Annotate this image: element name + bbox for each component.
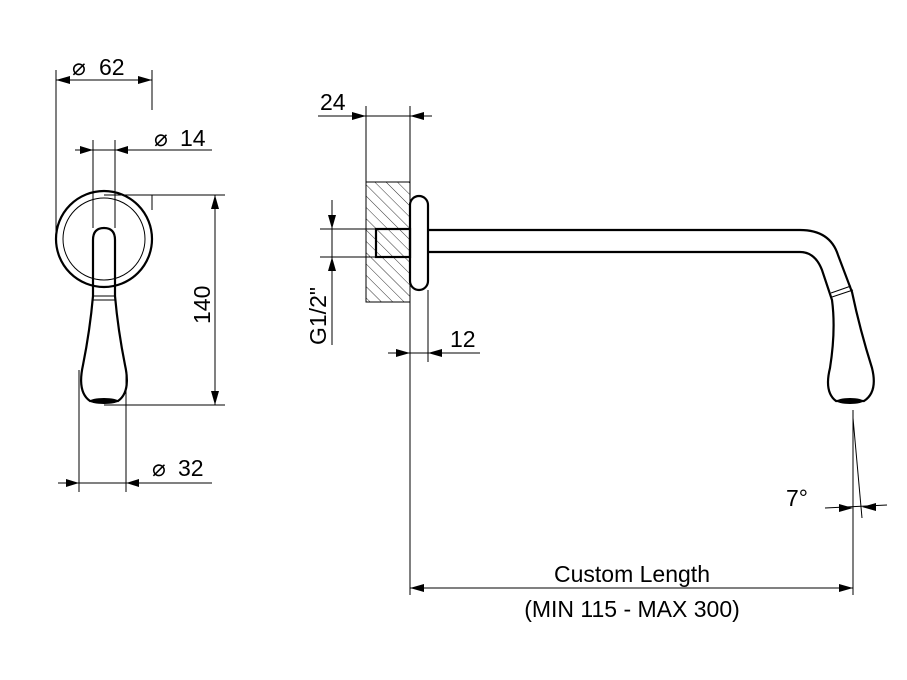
spout-outlet xyxy=(90,398,118,404)
dim-plate-thickness: 24 xyxy=(320,89,346,115)
dim-flange-diameter: 62 xyxy=(99,54,125,80)
spout-front-outline xyxy=(80,226,128,403)
wall-section xyxy=(365,181,411,303)
wall-plate xyxy=(408,194,430,292)
diameter-symbol: ⌀ xyxy=(72,54,86,80)
dim-outlet-diameter: 14 xyxy=(180,125,206,151)
side-view: 24 G1/2" 12 7° Custom Length (MIN 115 - … xyxy=(305,89,888,622)
front-view: ⌀ 62 ⌀ 14 140 ⌀ 32 xyxy=(54,54,225,492)
dim-tilt-angle: 7° xyxy=(786,485,808,511)
dim-height: 140 xyxy=(189,286,215,324)
dim-thread: G1/2" xyxy=(305,287,331,345)
spout-side-outline xyxy=(428,228,875,403)
spout-outlet-side xyxy=(837,398,863,404)
flange-inner-circle xyxy=(62,197,146,281)
dim-wall-offset: 12 xyxy=(450,326,476,352)
diameter-symbol: ⌀ xyxy=(154,125,168,151)
flange-outer-circle xyxy=(54,189,154,289)
dim-spout-diameter: 32 xyxy=(178,455,204,481)
length-label: Custom Length xyxy=(554,561,710,587)
length-range: (MIN 115 - MAX 300) xyxy=(524,596,740,622)
diameter-symbol: ⌀ xyxy=(152,455,166,481)
